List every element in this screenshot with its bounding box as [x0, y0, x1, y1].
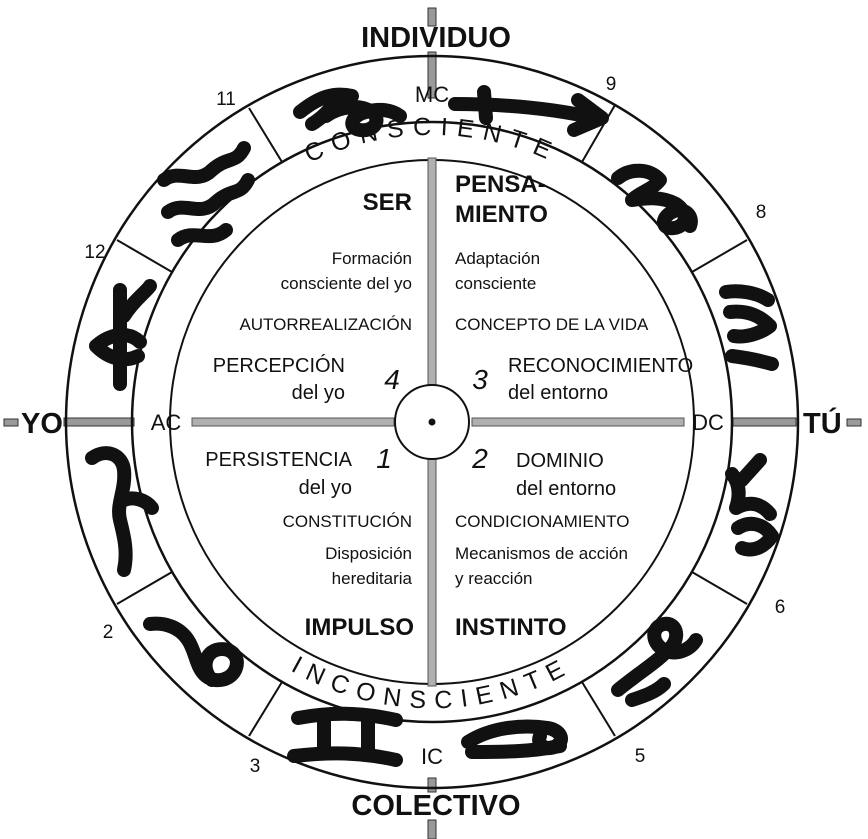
quadrant-1: PERSISTENCIA del yo CONSTITUCIÓN Disposi…: [205, 443, 414, 641]
quadrant-4-heading2: del yo: [292, 382, 345, 404]
virgo-icon: [725, 453, 779, 557]
axis-label-bottom: COLECTIVO: [351, 790, 520, 822]
quadrant-4-number: 4: [384, 364, 400, 395]
quadrant-4-line2: consciente del yo: [281, 274, 412, 293]
angle-label-dc: DC: [692, 410, 724, 435]
aquarius-icon: [157, 141, 255, 247]
center-dot: [428, 418, 436, 426]
quadrant-3-number: 3: [472, 364, 488, 395]
quadrant-4: SER Formación consciente del yo AUTORREA…: [213, 189, 412, 404]
house-number-11: 11: [216, 89, 236, 110]
axis-label-left: YO: [21, 408, 63, 440]
house-number-12: 12: [84, 242, 105, 263]
aries-icon: [85, 446, 159, 577]
quadrant-4-concept: AUTORREALIZACIÓN: [239, 315, 412, 334]
house-number-8: 8: [756, 202, 767, 223]
leo-icon: [611, 616, 703, 707]
angle-label-ic: IC: [421, 744, 443, 769]
quadrant-2-heading2: del entorno: [516, 478, 616, 500]
gemini-icon: [287, 706, 403, 767]
quadrant-2-title: INSTINTO: [455, 614, 567, 641]
quadrant-3: PENSA- MIENTO Adaptación consciente CONC…: [455, 171, 693, 404]
quadrant-4-heading1: PERCEPCIÓN: [213, 354, 345, 377]
quadrant-3-line1: Adaptación: [455, 249, 540, 268]
quadrant-1-line1: Disposición: [325, 544, 412, 563]
house-number-6: 6: [775, 597, 786, 618]
quadrant-1-heading1: PERSISTENCIA: [205, 449, 352, 471]
house-number-9: 9: [606, 74, 617, 95]
scorpio-icon: [611, 163, 698, 236]
quadrant-3-heading2: del entorno: [508, 382, 608, 404]
quadrant-3-concept: CONCEPTO DE LA VIDA: [455, 315, 649, 334]
house-number-2: 2: [103, 622, 114, 643]
quadrant-3-title2: MIENTO: [455, 201, 548, 228]
quadrant-2-concept: CONDICIONAMIENTO: [455, 512, 629, 531]
quadrant-4-line1: Formación: [332, 249, 412, 268]
quadrant-2-line2: y reacción: [455, 569, 532, 588]
house-number-5: 5: [635, 746, 646, 767]
quadrant-2: DOMINIO del entorno CONDICIONAMIENTO Mec…: [455, 443, 629, 641]
quadrant-2-heading1: DOMINIO: [516, 450, 604, 472]
quadrant-1-concept: CONSTITUCIÓN: [283, 512, 412, 531]
quadrant-1-heading2: del yo: [299, 477, 352, 499]
quadrant-2-number: 2: [471, 443, 488, 474]
zodiac-inner-circle: [130, 120, 734, 724]
libra-icon: [719, 284, 779, 371]
quadrant-3-title1: PENSA-: [455, 171, 546, 198]
capricorn-icon: [293, 87, 407, 138]
quadrant-4-title: SER: [363, 189, 412, 216]
outer-circle: [64, 54, 800, 790]
angle-label-ac: AC: [151, 410, 182, 435]
axis-label-top: INDIVIDUO: [361, 22, 511, 54]
pisces-icon: [89, 279, 157, 391]
quadrant-3-heading1: RECONOCIMIENTO: [508, 355, 693, 377]
quadrant-1-line2: hereditaria: [332, 569, 413, 588]
quadrant-2-line1: Mecanismos de acción: [455, 544, 628, 563]
taurus-icon: [143, 616, 244, 688]
axis-label-right: TÚ: [803, 406, 842, 440]
zodiac-glyphs: [85, 85, 779, 767]
angle-label-mc: MC: [415, 82, 449, 107]
quadrant-1-number: 1: [376, 443, 392, 474]
house-number-3: 3: [250, 756, 261, 777]
sagittarius-icon: [448, 85, 609, 137]
quadrant-3-line2: consciente: [455, 274, 536, 293]
cancer-icon: [461, 719, 568, 759]
quadrant-1-title: IMPULSO: [305, 614, 414, 641]
house-cusp-lines: [116, 104, 748, 737]
